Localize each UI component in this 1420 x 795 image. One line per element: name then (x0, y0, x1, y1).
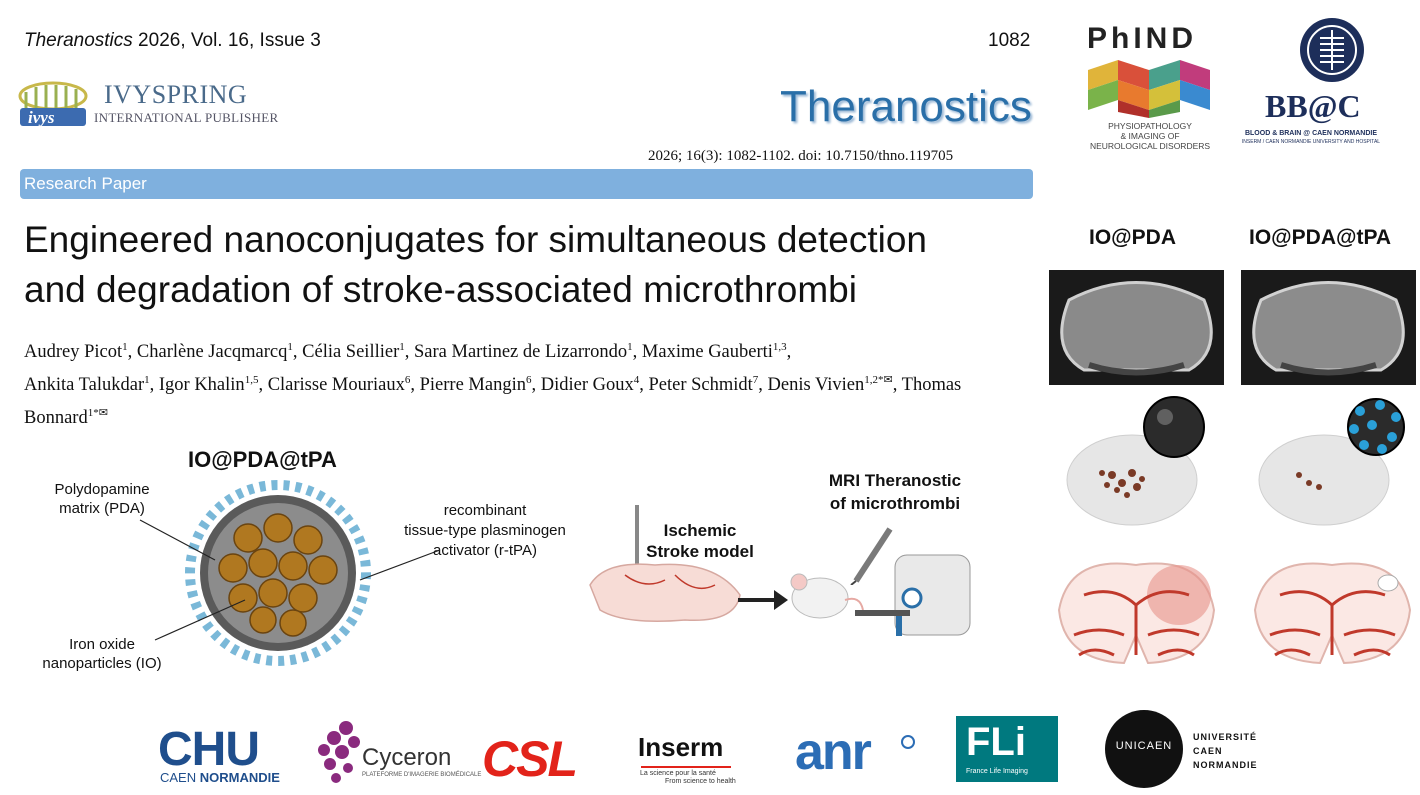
ivyspring-emblem-icon (18, 81, 88, 126)
author: Maxime Gauberti1,3, (641, 341, 792, 363)
section-label: Research Paper (24, 174, 147, 193)
mri-image-io-pda (1049, 270, 1224, 385)
brain-vessels-io-pda-tpa (1250, 555, 1415, 667)
brain-3d-io-pda-tpa (1254, 395, 1414, 530)
citation-doi: 2026; 16(3): 1082-1102. doi: 10.7150/thn… (648, 148, 954, 164)
label-tpa-line-1: recombinant (443, 502, 527, 519)
page-number: 1082 (988, 30, 1031, 51)
brain-vessels-io-pda (1054, 555, 1219, 667)
inserm-logo: Inserm (638, 732, 724, 762)
anr-registered-icon (901, 735, 915, 749)
author: Igor Khalin1,5, (158, 374, 268, 396)
inserm-tagline-1: La science pour la santé (640, 770, 716, 777)
csl-logo: CSL (482, 731, 578, 787)
author: Clarisse Mouriaux6, (267, 374, 420, 396)
fli-subtitle: France Life Imaging (966, 768, 1028, 775)
cyceron-molecule-icon (316, 720, 364, 784)
cyceron-subtitle: PLATEFORME D'IMAGERIE BIOMÉDICALE (362, 772, 482, 778)
author: Didier Goux4, (540, 374, 649, 396)
arrow-right-icon (738, 588, 788, 612)
inserm-rule (641, 766, 731, 768)
chu-subtitle: CAEN NORMANDIE (160, 770, 280, 785)
label-io-line-1: Iron oxide (69, 636, 135, 653)
mri-theranostic-line-2: of microthrombi (829, 494, 961, 513)
mouse-illustration (785, 560, 865, 630)
ivyspring-logo: ivys (16, 78, 90, 130)
ivyspring-logo-text: ivys (28, 108, 55, 127)
unicaen-line-3: NORMANDIE (1193, 760, 1258, 770)
mri-image-io-pda-tpa (1241, 270, 1416, 385)
bbc-logo-text: BB@C (1265, 88, 1361, 124)
journal-volume: 2026, Vol. 16, Issue 3 (132, 30, 321, 51)
publisher-name: IVYSPRING (104, 80, 248, 109)
stroke-brain-illustration (585, 505, 750, 630)
article-title: Engineered nanoconjugates for simultaneo… (24, 215, 1034, 315)
bbc-subtitle: BLOOD & BRAIN @ CAEN NORMANDIE (1244, 130, 1378, 137)
author: Denis Vivien1,2*✉, (767, 374, 902, 396)
mri-theranostic-line-1: MRI Theranostic (828, 471, 962, 490)
phind-subtitle-2: & IMAGING OF (1120, 131, 1180, 141)
author: Ankita Talukdar1, (24, 374, 159, 396)
anr-logo: anr (795, 723, 872, 781)
section-banner (20, 169, 1033, 199)
phind-subtitle-3: NEUROLOGICAL DISORDERS (1089, 141, 1211, 151)
journal-logo: Theranostics (780, 82, 1032, 131)
label-tpa-line-2: tissue-type plasminogen (404, 522, 566, 539)
label-pda-line-1: Polydopamine (54, 481, 150, 498)
title-line-2: and degradation of stroke-associated mic… (24, 269, 857, 310)
fli-logo: FLi (966, 720, 1026, 764)
bbc-subtitle-2: INSERM / CAEN NORMANDIE UNIVERSITY AND H… (1241, 139, 1381, 145)
stroke-model-line-1: Ischemic (663, 521, 737, 540)
mri-scanner-illustration (850, 550, 975, 640)
author: Célia Seillier1, (302, 341, 414, 363)
author: Charlène Jacqmarcq1, (136, 341, 303, 363)
unicaen-logo-text: UNICAEN (1115, 740, 1173, 752)
fli-logo-box (956, 716, 1058, 782)
stroke-model-line-2: Stroke model (646, 542, 754, 561)
unicaen-logo-circle (1105, 710, 1183, 788)
author: Peter Schmidt7, (648, 374, 768, 396)
journal-issue-line: Theranostics 2026, Vol. 16, Issue 3 (24, 30, 321, 52)
author: Thomas Bonnard1*✉ (24, 375, 962, 429)
phind-mosaic-icon (1088, 60, 1210, 118)
label-tpa-line-3: activator (r-tPA) (433, 542, 537, 559)
brain-3d-io-pda (1062, 395, 1212, 530)
author: Sara Martinez de Lizarrondo1, (414, 341, 642, 363)
publisher-subtitle: INTERNATIONAL PUBLISHER (94, 110, 279, 125)
unicaen-line-1: UNIVERSITÉ (1193, 732, 1258, 742)
column-header-io-pda-tpa: IO@PDA@tPA (1249, 226, 1392, 249)
bbc-brain-icon (1298, 16, 1366, 84)
journal-name-italic: Theranostics (24, 30, 133, 51)
label-io-line-2: nanoparticles (IO) (42, 655, 162, 672)
author: Pierre Mangin6, (419, 374, 541, 396)
cyceron-logo-text: Cyceron (362, 744, 452, 771)
author-list: Audrey Picot1, Charlène Jacqmarcq1, Céli… (24, 333, 1029, 432)
inserm-tagline-2: From science to health (665, 778, 736, 785)
column-header-io-pda: IO@PDA (1089, 226, 1176, 249)
nanoparticle-title: IO@PDA@tPA (188, 447, 337, 472)
nanoparticle-illustration (168, 478, 388, 668)
author: Audrey Picot1, (24, 341, 137, 363)
unicaen-line-2: CAEN (1193, 746, 1223, 756)
title-line-1: Engineered nanoconjugates for simultaneo… (24, 219, 928, 260)
syringe-icon (850, 525, 895, 586)
phind-logo-text: PhIND (1087, 22, 1197, 55)
phind-subtitle-1: PHYSIOPATHOLOGY (1108, 121, 1192, 131)
chu-logo: CHU (158, 723, 260, 776)
label-pda-line-2: matrix (PDA) (59, 500, 145, 517)
